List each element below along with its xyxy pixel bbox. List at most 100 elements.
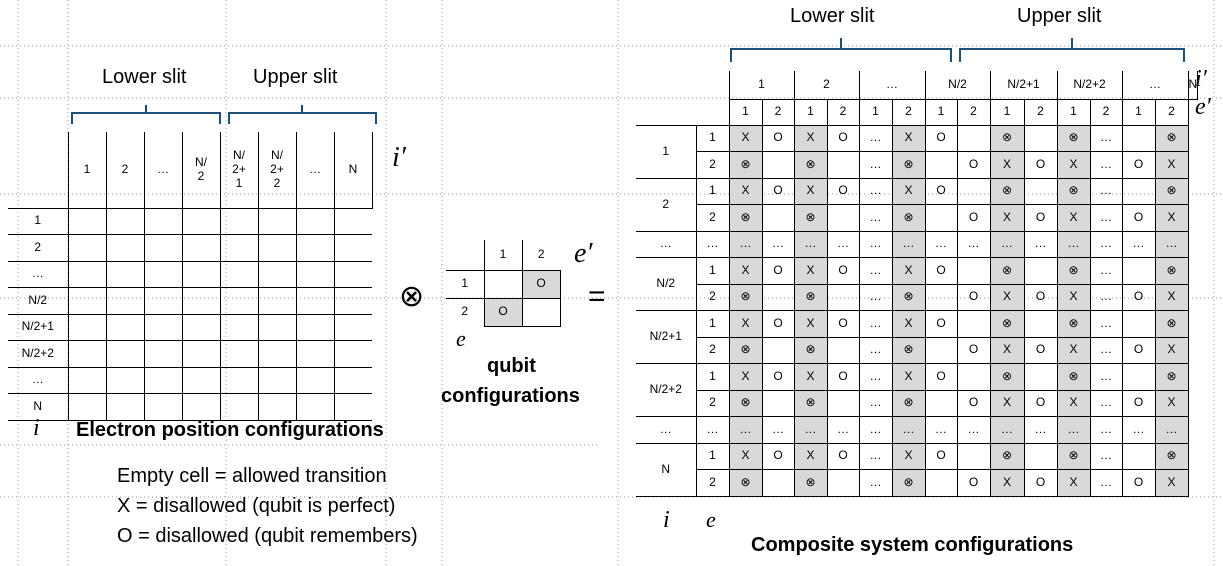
lower-slit-label-right: Lower slit bbox=[790, 5, 875, 27]
composite-cell: X bbox=[891, 442, 926, 470]
composite-cell: … bbox=[989, 416, 1025, 444]
composite-cell: … bbox=[924, 416, 958, 444]
composite-cell: O bbox=[924, 257, 958, 285]
composite-cell: … bbox=[1089, 442, 1123, 470]
composite-e-prime-header: 2 bbox=[956, 98, 991, 126]
composite-cell bbox=[826, 389, 860, 417]
composite-cell: … bbox=[858, 336, 893, 364]
qubit-caption-line2: configurations bbox=[441, 385, 580, 407]
composite-cell: … bbox=[793, 230, 828, 258]
composite-e-prime-header: 2 bbox=[826, 98, 860, 126]
matrix-cell bbox=[219, 260, 259, 288]
matrix-cell bbox=[67, 313, 107, 341]
composite-cell: … bbox=[858, 363, 893, 391]
matrix-cell bbox=[295, 234, 335, 262]
composite-i-row-header: … bbox=[636, 230, 697, 258]
composite-cell bbox=[826, 469, 860, 497]
matrix-cell bbox=[333, 260, 372, 288]
composite-cell: ⊗ bbox=[1154, 363, 1189, 391]
composite-cell: O bbox=[1023, 283, 1058, 311]
composite-e-prime-header: 2 bbox=[1089, 98, 1123, 126]
composite-cell: ⊗ bbox=[728, 283, 763, 311]
matrix-cell bbox=[105, 260, 145, 288]
matrix-cell bbox=[181, 366, 221, 394]
composite-e-prime-header: 2 bbox=[761, 98, 795, 126]
composite-cell: … bbox=[761, 416, 795, 444]
composite-cell: … bbox=[858, 204, 893, 232]
composite-cell: … bbox=[1089, 363, 1123, 391]
composite-cell: … bbox=[1089, 230, 1123, 258]
composite-cell: ⊗ bbox=[989, 177, 1025, 205]
matrix-cell bbox=[219, 393, 259, 421]
composite-i-prime-header: … bbox=[1121, 71, 1189, 100]
composite-cell: O bbox=[761, 177, 795, 205]
matrix-cell bbox=[143, 287, 183, 315]
composite-cell: … bbox=[1089, 283, 1123, 311]
legend-x: X = disallowed (qubit is perfect) bbox=[117, 495, 396, 517]
electron-row-header: 1 bbox=[8, 207, 69, 235]
matrix-cell bbox=[257, 366, 297, 394]
qubit-row-header: 1 bbox=[446, 269, 485, 299]
upper-slit-brace-left bbox=[228, 105, 377, 124]
composite-i-row-header: N/2+2 bbox=[636, 363, 697, 417]
matrix-cell bbox=[295, 260, 335, 288]
composite-cell: X bbox=[793, 257, 828, 285]
composite-cell: ⊗ bbox=[989, 442, 1025, 470]
composite-cell: O bbox=[761, 257, 795, 285]
composite-i-prime-header: N bbox=[1187, 71, 1199, 100]
composite-cell: ⊗ bbox=[728, 151, 763, 179]
matrix-cell bbox=[105, 234, 145, 262]
composite-cell bbox=[924, 283, 958, 311]
matrix-cell bbox=[295, 366, 335, 394]
e-prime-symbol-right: e′ bbox=[1195, 94, 1211, 120]
matrix-cell bbox=[219, 340, 259, 368]
qubit-col-header: 2 bbox=[521, 240, 560, 271]
electron-row-header: … bbox=[8, 366, 69, 394]
e-symbol-qubit: e bbox=[456, 326, 466, 351]
composite-cell: … bbox=[858, 124, 893, 152]
lower-slit-brace-left bbox=[71, 105, 221, 124]
matrix-cell bbox=[105, 287, 145, 315]
composite-cell: O bbox=[826, 310, 860, 338]
composite-cell: … bbox=[1089, 177, 1123, 205]
matrix-cell bbox=[333, 313, 372, 341]
composite-e-row-header: 2 bbox=[695, 469, 730, 497]
composite-cell: O bbox=[924, 442, 958, 470]
composite-cell: X bbox=[1154, 469, 1189, 497]
composite-cell: … bbox=[956, 230, 991, 258]
composite-cell: ⊗ bbox=[989, 310, 1025, 338]
composite-cell: X bbox=[1056, 204, 1091, 232]
composite-i-row-header: … bbox=[636, 416, 697, 444]
matrix-cell bbox=[67, 366, 107, 394]
composite-cell bbox=[1023, 177, 1058, 205]
composite-cell: … bbox=[1056, 416, 1091, 444]
composite-cell: ⊗ bbox=[1154, 442, 1189, 470]
composite-cell: … bbox=[761, 230, 795, 258]
composite-cell: O bbox=[1023, 389, 1058, 417]
matrix-cell bbox=[333, 366, 372, 394]
composite-cell bbox=[924, 151, 958, 179]
composite-cell: ⊗ bbox=[1056, 177, 1091, 205]
matrix-cell bbox=[105, 313, 145, 341]
composite-cell: X bbox=[793, 363, 828, 391]
composite-cell: … bbox=[858, 230, 893, 258]
e-prime-symbol-qubit: e′ bbox=[574, 238, 593, 269]
composite-i-prime-header: 1 bbox=[728, 71, 795, 100]
composite-cell bbox=[1121, 257, 1156, 285]
composite-e-prime-header: 1 bbox=[1056, 98, 1091, 126]
composite-cell: … bbox=[858, 177, 893, 205]
composite-cell: O bbox=[956, 336, 991, 364]
right-slit-braces bbox=[730, 38, 1185, 62]
composite-e-prime-header: 2 bbox=[1154, 98, 1189, 126]
composite-cell: ⊗ bbox=[793, 151, 828, 179]
matrix-cell bbox=[67, 207, 107, 235]
matrix-cell bbox=[257, 287, 297, 315]
composite-i-row-header: 2 bbox=[636, 177, 697, 232]
composite-cell: O bbox=[761, 124, 795, 152]
matrix-cell bbox=[105, 366, 145, 394]
composite-cell bbox=[1121, 124, 1156, 152]
composite-cell: X bbox=[728, 363, 763, 391]
composite-i-prime-header: … bbox=[858, 71, 926, 100]
composite-cell: … bbox=[858, 283, 893, 311]
matrix-cell bbox=[333, 234, 372, 262]
